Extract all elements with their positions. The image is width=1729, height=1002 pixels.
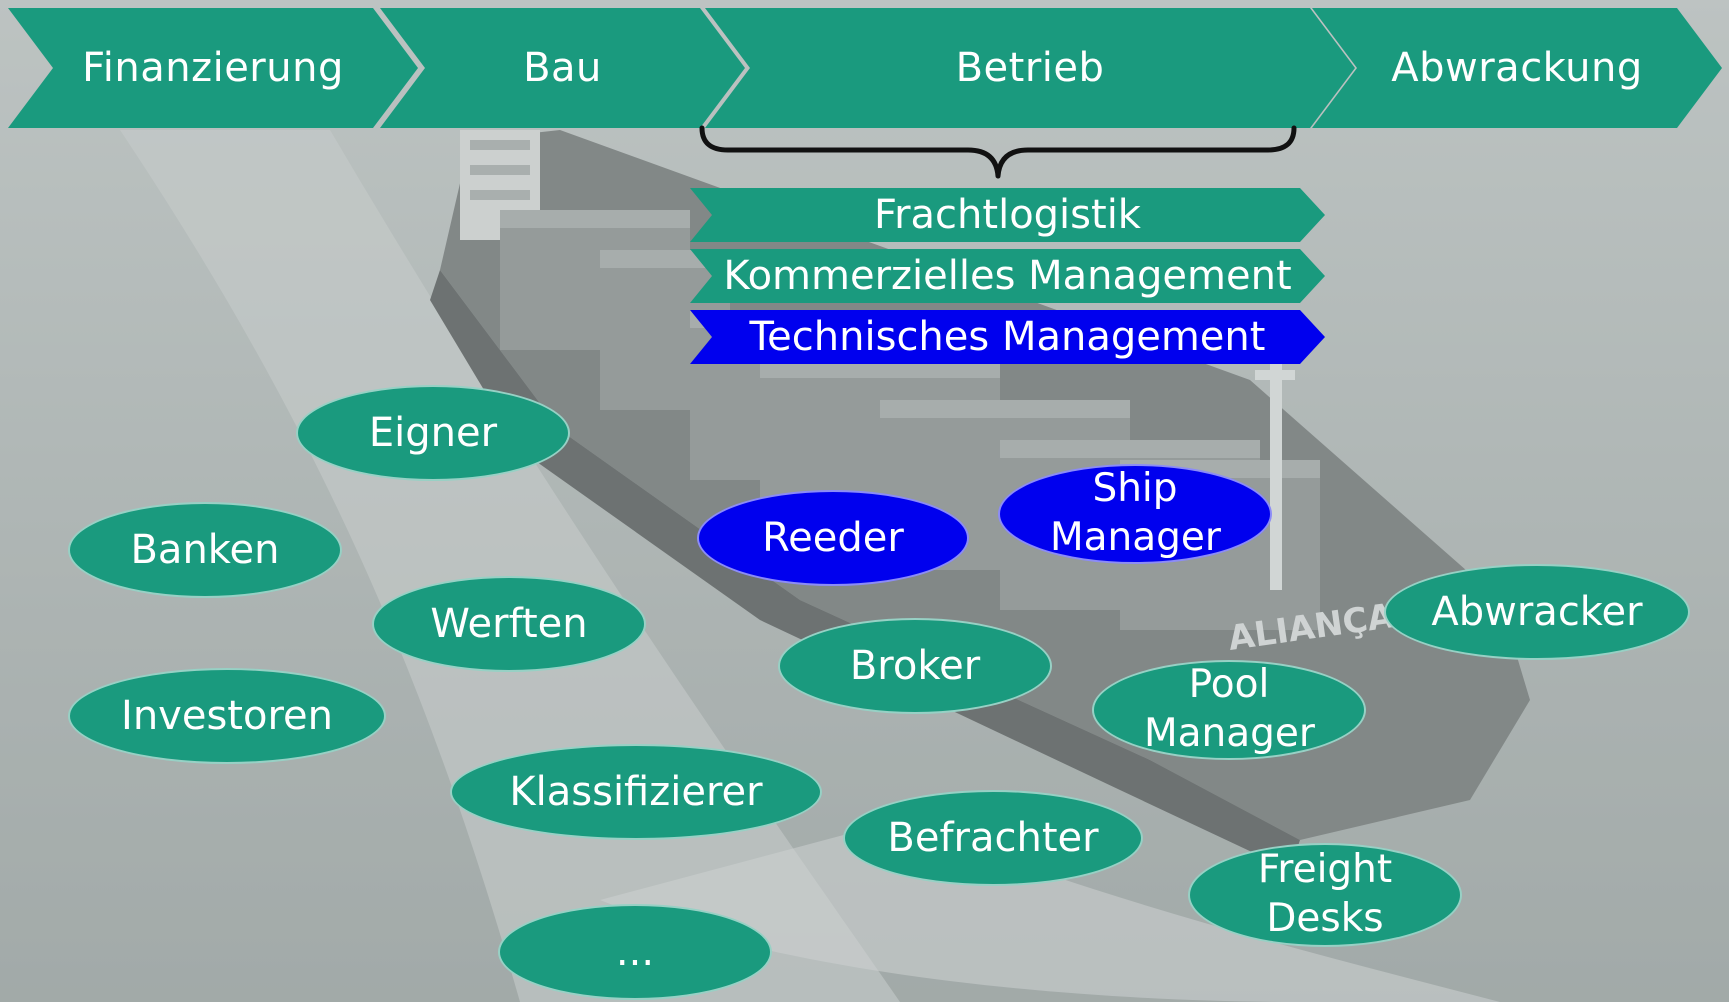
actor-label: Broker: [849, 643, 981, 689]
phase-chevron-bau: Bau: [380, 8, 745, 128]
band-fill: [690, 249, 1325, 303]
actor-label: Eigner: [368, 410, 498, 456]
phase-chevron-betrieb: Betrieb: [705, 8, 1355, 128]
chevron-fill: [380, 8, 745, 128]
chevron-fill: [705, 8, 1355, 128]
band-fill: [690, 310, 1325, 364]
band-shape: [690, 249, 1325, 303]
layer-label: Frachtlogistik: [874, 192, 1141, 238]
actor-befrachter: Befrachter: [843, 790, 1143, 886]
band-shape: [690, 310, 1325, 364]
actor-label: Klassifizierer: [509, 769, 763, 815]
phase-chevron-abwrackung: Abwrackung: [1312, 8, 1722, 128]
band-shape: [690, 188, 1325, 242]
actor-broker: Broker: [778, 618, 1052, 714]
actor-reeder: Reeder: [697, 490, 969, 586]
chevron-shape: [705, 8, 1355, 128]
phase-label: Finanzierung: [82, 45, 344, 91]
band-fill: [690, 188, 1325, 242]
phase-chevron-finanzierung: Finanzierung: [8, 8, 418, 128]
actor-eigner: Eigner: [296, 385, 570, 481]
actor-label: Abwracker: [1431, 589, 1643, 635]
actor-ship-manager: Ship Manager: [998, 464, 1272, 564]
phase-label: Abwrackung: [1391, 45, 1643, 91]
chevron-fill: [8, 8, 418, 128]
actor-banken: Banken: [68, 502, 342, 598]
actor-more: ...: [498, 904, 772, 1000]
actor-abwracker: Abwracker: [1384, 564, 1690, 660]
actor-investoren: Investoren: [68, 668, 386, 764]
layer-label: Kommerzielles Management: [723, 253, 1292, 299]
phase-label: Bau: [523, 45, 602, 91]
actor-label: Reeder: [762, 515, 904, 561]
actor-label: ...: [615, 929, 655, 975]
actor-label: Werften: [430, 601, 588, 647]
actor-label: Ship Manager: [1050, 466, 1221, 560]
chevron-shape: [380, 8, 745, 128]
actor-werften: Werften: [372, 576, 646, 672]
phase-label: Betrieb: [955, 45, 1105, 91]
betrieb-brace: [699, 125, 1297, 179]
actor-klassifizierer: Klassifizierer: [450, 744, 822, 840]
actor-pool-manager: Pool Manager: [1092, 660, 1366, 760]
actor-label: Pool Manager: [1144, 662, 1315, 756]
actor-label: Befrachter: [887, 815, 1099, 861]
layer-kommerzielles-management: Kommerzielles Management: [690, 249, 1325, 303]
chevron-shape: [1312, 8, 1722, 128]
actor-freight-desks: Freight Desks: [1188, 843, 1462, 947]
chevron-shape: [8, 8, 418, 128]
chevron-fill: [1312, 8, 1722, 128]
actor-label: Investoren: [121, 693, 333, 739]
layer-label: Technisches Management: [749, 314, 1266, 360]
layer-frachtlogistik: Frachtlogistik: [690, 188, 1325, 242]
actor-label: Freight Desks: [1257, 847, 1393, 941]
layer-technisches-management: Technisches Management: [690, 310, 1325, 364]
actor-label: Banken: [130, 527, 280, 573]
